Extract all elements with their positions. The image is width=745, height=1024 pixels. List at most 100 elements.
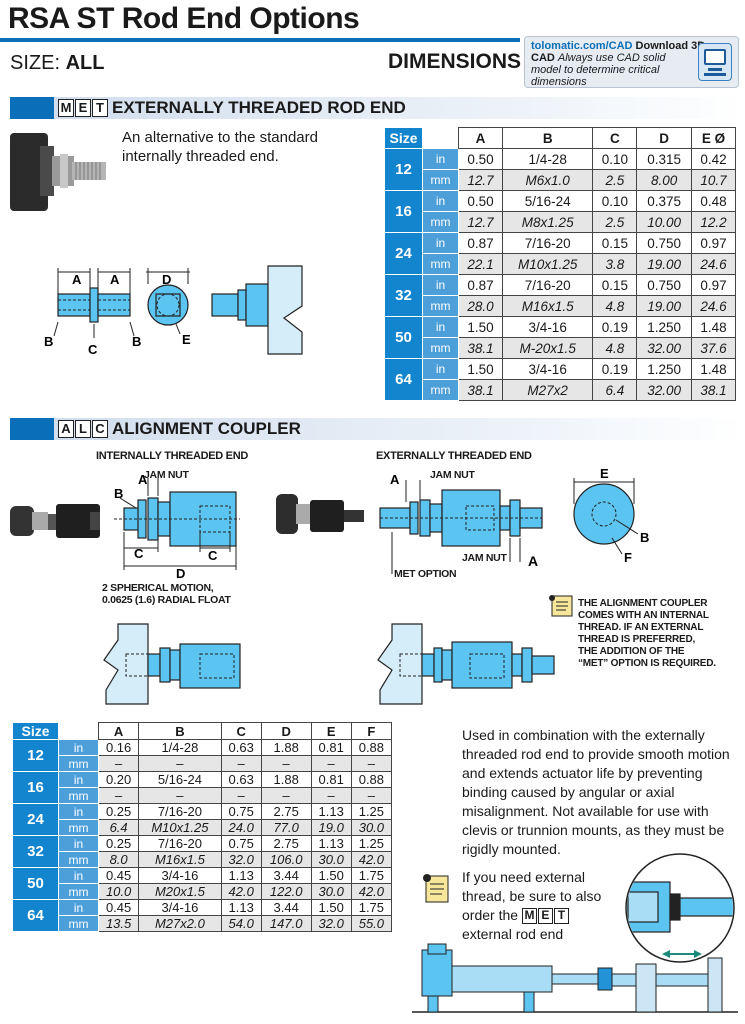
- value-cell: 0.81: [310, 771, 352, 788]
- value-cell: 10.7: [690, 169, 737, 191]
- value-cell: 0.81: [310, 739, 352, 756]
- value-cell: 0.88: [350, 739, 393, 756]
- unit-cell: in: [422, 232, 459, 254]
- code-letter: M: [58, 99, 74, 117]
- size-label: SIZE: ALL: [10, 52, 104, 75]
- met-description: An alternative to the standard internall…: [122, 129, 318, 165]
- value-cell: 42.0: [350, 851, 393, 868]
- met-label-b: B: [44, 334, 53, 349]
- alc-mount-external: [377, 623, 555, 705]
- met-option-label: MET OPTION: [394, 568, 457, 580]
- alc-external-diagram: A A: [379, 472, 543, 574]
- met-section-title: EXTERNALLY THREADED ROD END: [112, 98, 406, 117]
- alc-label-e: E: [600, 466, 609, 481]
- value-cell: 6.4: [97, 819, 140, 836]
- note-line: THE ALIGNMENT COUPLER: [578, 598, 708, 609]
- value-cell: 3.8: [592, 253, 638, 275]
- dimensions-label: DIMENSIONS: [388, 50, 522, 73]
- note-icon: [549, 595, 573, 617]
- alc-label-f: F: [624, 550, 632, 565]
- value-cell: 6.4: [592, 379, 638, 401]
- jam-nut-label: JAM NUT: [144, 469, 189, 481]
- value-cell: 37.6: [690, 337, 737, 359]
- value-cell: –: [310, 755, 352, 772]
- value-cell: 1.75: [350, 899, 393, 916]
- alc-external-note: If you need external thread, be sure to …: [462, 868, 612, 944]
- cad-download-box[interactable]: tolomatic.com/CAD Download 3D CAD Always…: [524, 36, 739, 88]
- value-cell: 28.0: [458, 295, 503, 317]
- met-label-a: A: [72, 272, 82, 287]
- magnified-detail: [625, 853, 735, 963]
- value-cell: 5/16-24: [138, 771, 222, 788]
- value-cell: 32.0: [220, 851, 262, 868]
- value-cell: 0.45: [97, 899, 140, 916]
- code-letter: E: [537, 908, 553, 925]
- value-cell: –: [350, 787, 393, 804]
- alc-description: Used in combination with the externally …: [462, 727, 730, 857]
- value-cell: 1.50: [310, 867, 352, 884]
- note-line: THREAD IS PREFERRED,: [578, 634, 696, 645]
- value-cell: 54.0: [220, 915, 262, 932]
- value-cell: 0.75: [220, 835, 262, 852]
- value-cell: 10.0: [97, 883, 140, 900]
- value-cell: 0.20: [97, 771, 140, 788]
- cad-word: CAD: [531, 52, 555, 64]
- value-cell: 32.0: [310, 915, 352, 932]
- unit-cell: mm: [58, 915, 99, 932]
- unit-cell: mm: [422, 253, 459, 275]
- value-cell: 0.50: [458, 148, 503, 170]
- title-rule: [0, 38, 520, 42]
- value-cell: 7/16-20: [501, 232, 594, 254]
- value-cell: –: [350, 755, 393, 772]
- value-cell: 0.87: [458, 274, 503, 296]
- value-cell: 2.5: [592, 169, 638, 191]
- unit-cell: mm: [58, 755, 99, 772]
- value-cell: 0.750: [636, 274, 692, 296]
- value-cell: 147.0: [260, 915, 312, 932]
- actuator-assembly: [412, 943, 738, 1013]
- external-heading: EXTERNALLY THREADED END: [376, 450, 532, 462]
- alc-internal-diagram: A B C C D: [114, 472, 240, 581]
- column-header: F: [350, 722, 393, 740]
- section-stub: [10, 97, 54, 119]
- value-cell: 1.48: [690, 358, 737, 380]
- value-cell: –: [260, 755, 312, 772]
- monitor-download-icon[interactable]: [698, 43, 732, 81]
- value-cell: –: [310, 787, 352, 804]
- alc-label-b: B: [114, 486, 123, 501]
- value-cell: 3/4-16: [138, 867, 222, 884]
- value-cell: 12.7: [458, 169, 503, 191]
- value-cell: 3/4-16: [138, 899, 222, 916]
- size-cell: 50: [12, 867, 59, 900]
- value-cell: 1.13: [310, 803, 352, 820]
- value-cell: M16x1.5: [501, 295, 594, 317]
- column-header: D: [260, 722, 312, 740]
- size-cell: 32: [384, 274, 423, 317]
- external-note-text: If you need external thread, be sure to …: [462, 869, 602, 923]
- unit-cell: in: [422, 274, 459, 296]
- value-cell: 0.25: [97, 803, 140, 820]
- value-cell: 7/16-20: [138, 803, 222, 820]
- code-letter: A: [58, 420, 74, 438]
- value-cell: 3.44: [260, 867, 312, 884]
- unit-cell: in: [58, 739, 99, 756]
- cad-download-text: Download 3D: [635, 40, 706, 52]
- value-cell: 1.25: [350, 835, 393, 852]
- page-title: RSA ST Rod End Options: [8, 2, 360, 35]
- cad-link[interactable]: tolomatic.com/CAD: [531, 40, 633, 52]
- value-cell: 0.19: [592, 316, 638, 338]
- code-letter: L: [75, 420, 91, 438]
- unit-cell: in: [58, 867, 99, 884]
- alc-end-view: E B F: [573, 466, 649, 565]
- value-cell: 3/4-16: [501, 358, 594, 380]
